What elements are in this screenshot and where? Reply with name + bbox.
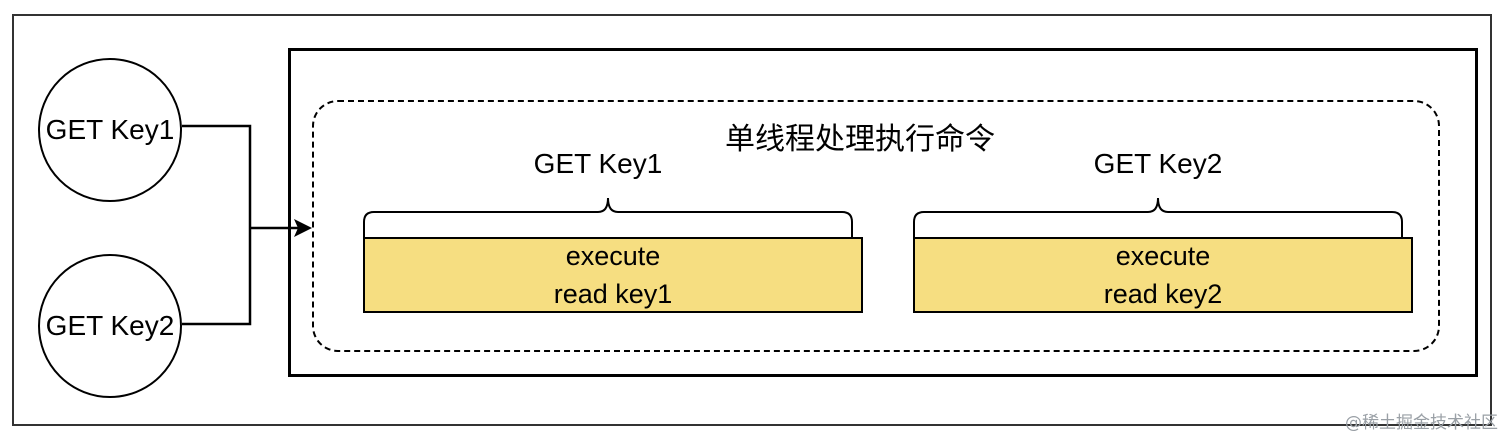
brace-1 bbox=[363, 197, 853, 238]
execute-text: execute bbox=[1115, 241, 1211, 271]
execute-text: execute bbox=[565, 241, 661, 271]
client-label: GET Key2 bbox=[45, 310, 175, 341]
command-label-1: GET Key1 bbox=[533, 148, 663, 179]
single-thread-region bbox=[312, 100, 1440, 352]
watermark-text: @稀土掘金技术社区 bbox=[1345, 413, 1498, 433]
client-get-key1: GET Key1 bbox=[38, 58, 182, 202]
connector-key2 bbox=[182, 228, 252, 326]
execute-box-1: execute read key1 bbox=[363, 237, 863, 313]
outer-frame bbox=[12, 14, 1492, 426]
command-label-2: GET Key2 bbox=[1093, 148, 1223, 179]
arrow-head bbox=[294, 219, 312, 237]
region-title: 单线程处理执行命令 bbox=[725, 123, 995, 156]
client-get-key2: GET Key2 bbox=[38, 254, 182, 398]
action-text: read key1 bbox=[553, 279, 673, 309]
server-frame bbox=[288, 48, 1478, 377]
client-label: GET Key1 bbox=[45, 114, 175, 145]
action-text: read key2 bbox=[1103, 279, 1223, 309]
brace-2 bbox=[913, 197, 1403, 238]
execute-box-2: execute read key2 bbox=[913, 237, 1413, 313]
connector-key1 bbox=[182, 124, 252, 228]
